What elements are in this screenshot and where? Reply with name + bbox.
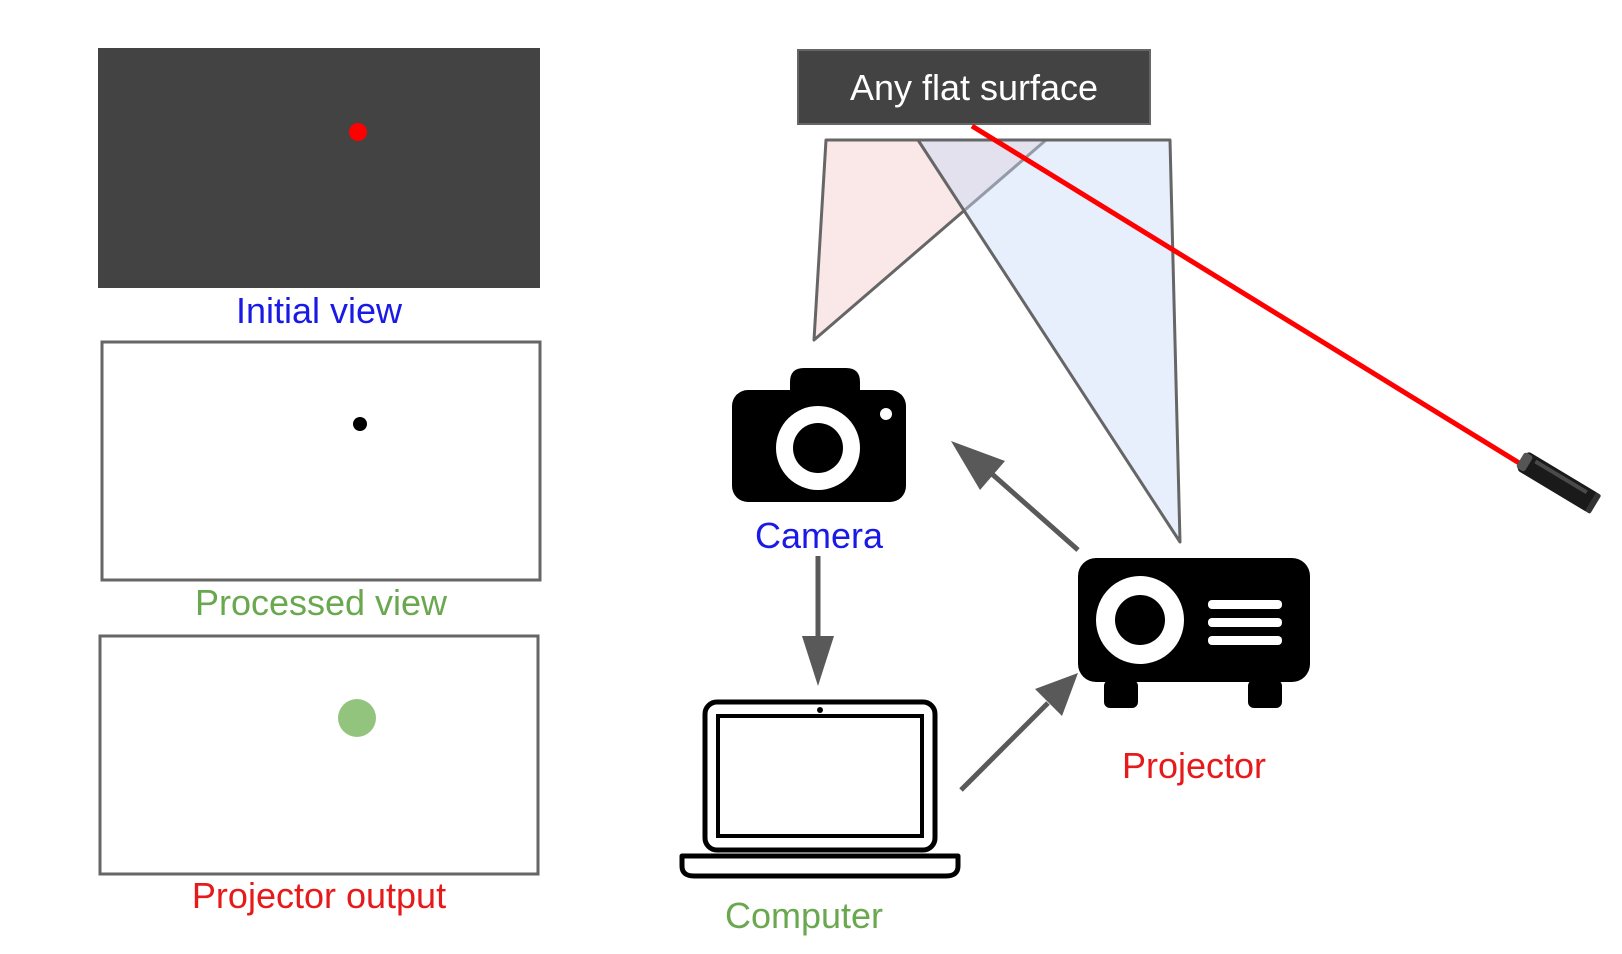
- projector-output-panel: [98, 634, 540, 876]
- laser-beam: [970, 123, 1526, 469]
- processed-view-label: Processed view: [195, 582, 448, 623]
- flat-surface-box: [797, 49, 1151, 125]
- flat-surface-label: Any flat surface: [850, 67, 1098, 108]
- camera-icon: [732, 368, 906, 502]
- projector-output-frame: [98, 634, 540, 876]
- processed-view-panel: [100, 340, 542, 582]
- processed-view-frame: [100, 340, 542, 582]
- initial-view-laser-dot: [349, 123, 367, 141]
- arrow-projector-to-camera: [951, 441, 1080, 552]
- flat-surface: Any flat surface: [797, 49, 1151, 125]
- projector-label: Projector: [1122, 745, 1266, 786]
- projector-output-label: Projector output: [192, 875, 446, 916]
- laptop-icon: [679, 699, 961, 879]
- processed-view-dot: [353, 417, 367, 431]
- camera-label: Camera: [755, 515, 884, 556]
- initial-view-label: Initial view: [236, 290, 403, 331]
- computer-label: Computer: [725, 895, 883, 936]
- projector-field-of-view: [916, 138, 1182, 544]
- arrow-camera-to-computer: [802, 556, 834, 686]
- arrow-computer-to-projector: [959, 673, 1078, 792]
- projector-icon: [1078, 558, 1310, 708]
- initial-view-panel: [98, 48, 540, 288]
- laser-pointer-icon: [1516, 452, 1601, 514]
- projector-output-dot: [338, 699, 376, 737]
- initial-view-frame: [98, 48, 540, 288]
